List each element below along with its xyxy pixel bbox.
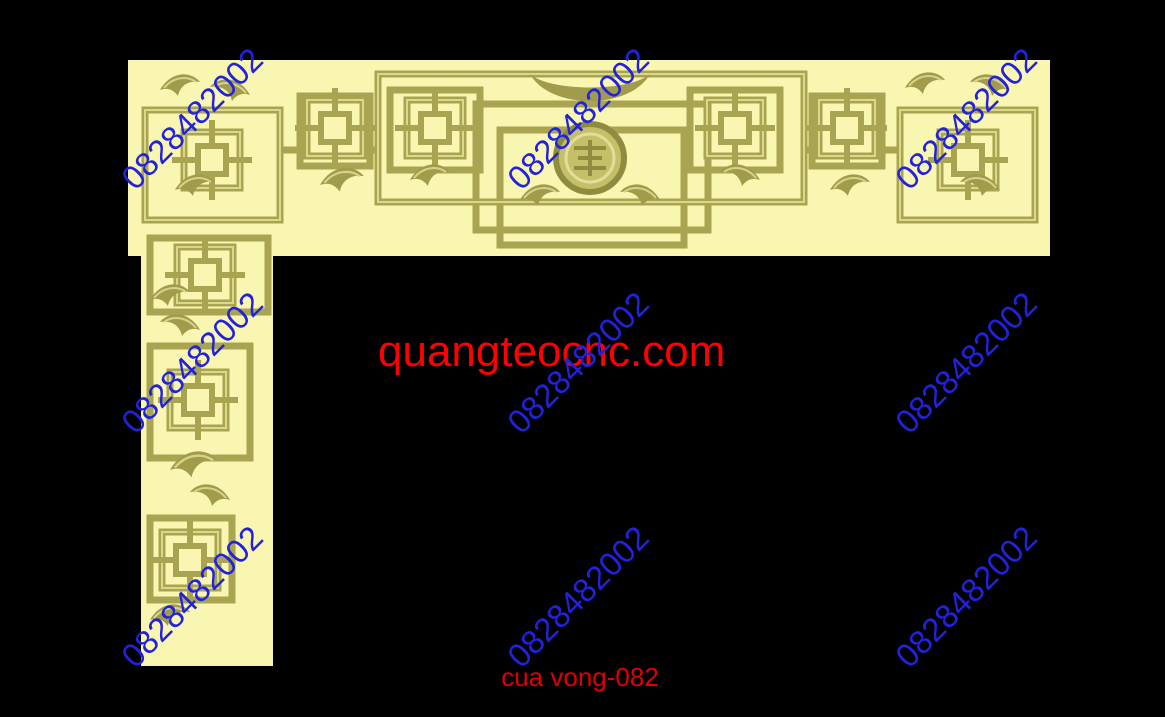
website-label: quangteocnc.com: [378, 327, 726, 376]
design-caption: cua vong-082: [501, 662, 659, 692]
